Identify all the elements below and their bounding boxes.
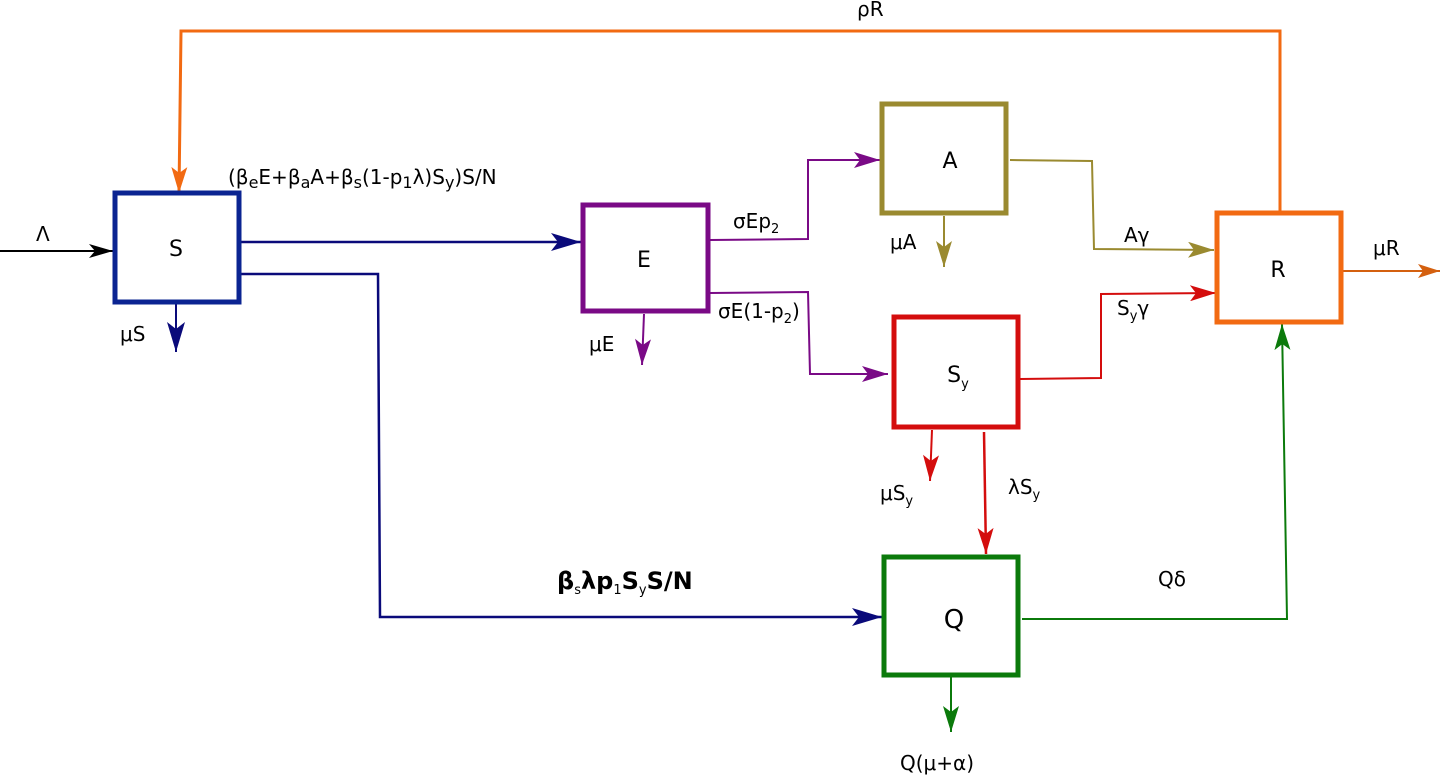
label-a-gamma: Aγ <box>1124 223 1150 247</box>
edge-e-death <box>635 313 652 366</box>
label-q-delta: Qδ <box>1158 567 1186 591</box>
node-a-label: A <box>942 149 957 174</box>
node-q-label: Q <box>944 605 964 635</box>
node-sy-label: Sy <box>947 363 969 392</box>
node-q-box <box>881 554 1021 678</box>
node-r: R <box>1214 210 1344 325</box>
label-mu-e: μE <box>589 332 614 356</box>
edge-a-to-r <box>1009 159 1215 258</box>
label-mu-s: μS <box>120 322 145 346</box>
node-q: Q <box>881 554 1021 678</box>
label-lambda-sy: λSy <box>1008 475 1041 503</box>
edge-labels: Λ μS ρR (βeE+βaA+βs(1-p1λ)Sy)S/N βsλp1Sy… <box>36 0 1400 775</box>
node-s: S <box>112 190 242 305</box>
node-e-label: E <box>637 248 651 273</box>
node-e-box <box>580 202 711 314</box>
edge-sy-death <box>923 429 940 482</box>
label-recruitment: Λ <box>36 222 50 246</box>
label-sigma-ep2: σEp2 <box>733 209 779 237</box>
node-s-box <box>112 190 242 305</box>
node-r-box <box>1214 210 1344 325</box>
nodes: S E A Sy R Q <box>112 101 1344 678</box>
node-r-label: R <box>1270 258 1285 283</box>
edges <box>0 29 1440 732</box>
node-s-label: S <box>169 237 183 262</box>
node-sy: Sy <box>891 314 1021 430</box>
edge-sy-to-q <box>977 431 994 555</box>
node-sy-box <box>891 314 1021 430</box>
label-sy-gamma: Syγ <box>1117 296 1149 324</box>
node-a: A <box>879 101 1009 216</box>
node-a-box <box>879 101 1009 216</box>
label-rho-r: ρR <box>857 0 884 21</box>
label-infection-rate: (βeE+βaA+βs(1-p1λ)Sy)S/N <box>228 165 497 192</box>
edge-q-to-r <box>1022 323 1291 620</box>
node-e: E <box>580 202 711 314</box>
edge-e-to-a <box>709 152 880 241</box>
label-sigma-e-1-p2: σE(1-p2) <box>718 299 800 327</box>
label-mu-r: μR <box>1373 236 1400 260</box>
edge-s-to-q <box>240 272 882 626</box>
edge-r-to-s <box>171 29 1282 212</box>
label-mu-a: μA <box>890 230 917 254</box>
label-mu-sy: μSy <box>880 481 913 509</box>
edge-e-to-sy <box>709 290 888 382</box>
edge-sy-to-r <box>1019 285 1217 380</box>
label-quarantine-rate: βsλp1SyS/N <box>557 567 693 598</box>
label-q-mu-alpha: Q(μ+α) <box>900 751 974 775</box>
